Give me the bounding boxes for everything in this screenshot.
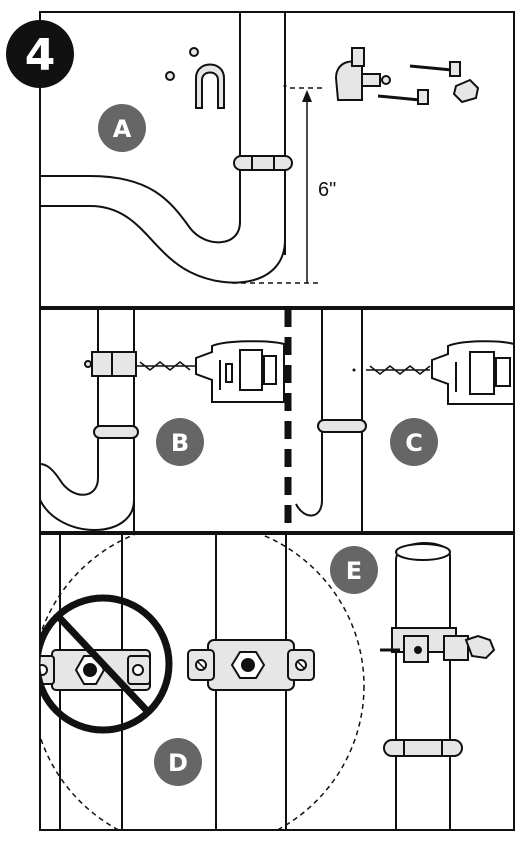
wrong-clamp xyxy=(40,649,151,691)
badge-c: C xyxy=(390,418,438,466)
detail-zoom-circle xyxy=(40,534,365,830)
strap-half xyxy=(165,47,225,109)
badge-d: D xyxy=(154,738,202,786)
bottom-panel xyxy=(40,534,496,830)
drill-c xyxy=(431,340,514,405)
svg-text:C: C xyxy=(405,429,423,457)
pipe-e-strap xyxy=(383,739,463,757)
drill-bit-b xyxy=(136,361,196,371)
svg-text:4: 4 xyxy=(25,30,56,81)
badge-a: A xyxy=(98,104,146,152)
drill-bit-c xyxy=(366,365,431,375)
p-trap-outer xyxy=(40,205,286,284)
badge-b: B xyxy=(156,418,204,466)
svg-text:A: A xyxy=(113,115,132,143)
top-panel-frame xyxy=(39,11,515,308)
dimension-arrowhead xyxy=(302,90,312,102)
drill-b xyxy=(195,340,285,403)
prohibition-circle xyxy=(40,594,173,734)
saddle-valve-parts xyxy=(334,47,480,105)
svg-text:E: E xyxy=(346,557,362,585)
installed-saddle-valve xyxy=(380,627,496,663)
svg-text:B: B xyxy=(171,429,189,457)
saddle-b xyxy=(91,351,137,377)
prohibition-slash xyxy=(53,611,153,717)
top-panel xyxy=(40,12,480,284)
pipe-e xyxy=(395,542,451,830)
panel-frames xyxy=(39,11,515,831)
p-trap-inner xyxy=(40,168,241,244)
measurement-label: 6" xyxy=(318,179,336,201)
middle-panel-frame xyxy=(39,308,515,533)
middle-panel xyxy=(40,309,514,532)
pipe-strap xyxy=(233,155,293,171)
step-badge: 4 xyxy=(6,20,74,88)
badge-e: E xyxy=(330,546,378,594)
svg-text:D: D xyxy=(168,749,188,777)
correct-clamp xyxy=(187,639,315,691)
